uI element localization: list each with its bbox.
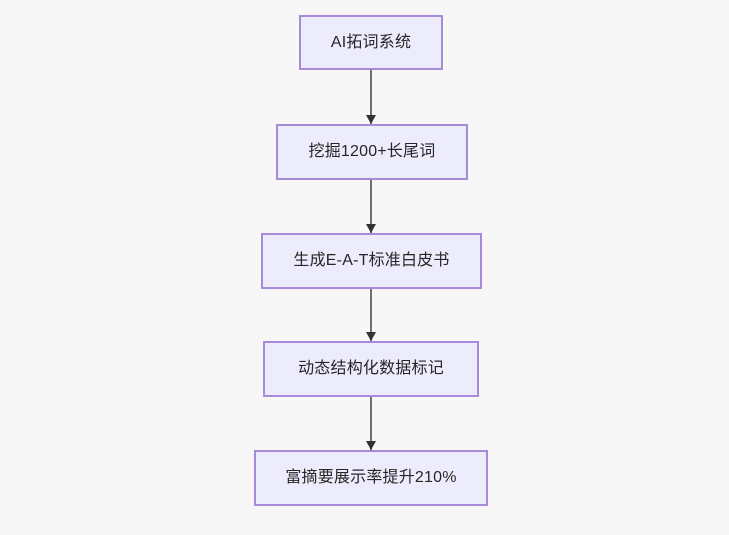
edge-n4-n5 [366, 397, 376, 450]
flowchart-node-n3[interactable]: 生成E-A-T标准白皮书 [261, 233, 482, 289]
arrowhead-icon [366, 224, 376, 233]
edge-n2-n3 [366, 180, 376, 233]
node-label: 生成E-A-T标准白皮书 [293, 252, 450, 270]
flowchart-node-n5[interactable]: 富摘要展示率提升210% [254, 450, 488, 506]
node-label: 动态结构化数据标记 [298, 360, 444, 378]
arrowhead-icon [366, 115, 376, 124]
edge-n3-n4 [366, 289, 376, 341]
arrowhead-icon [366, 441, 376, 450]
flowchart-node-n4[interactable]: 动态结构化数据标记 [263, 341, 479, 397]
edge-line [370, 180, 372, 233]
edge-line [370, 289, 372, 341]
edge-line [370, 70, 372, 124]
node-label: 挖掘1200+长尾词 [308, 143, 436, 161]
flowchart-node-n1[interactable]: AI拓词系统 [299, 15, 443, 70]
edge-line [370, 397, 372, 450]
edge-n1-n2 [366, 70, 376, 124]
flowchart-node-n2[interactable]: 挖掘1200+长尾词 [276, 124, 468, 180]
arrowhead-icon [366, 332, 376, 341]
node-label: AI拓词系统 [330, 33, 412, 51]
node-label: 富摘要展示率提升210% [285, 469, 457, 487]
